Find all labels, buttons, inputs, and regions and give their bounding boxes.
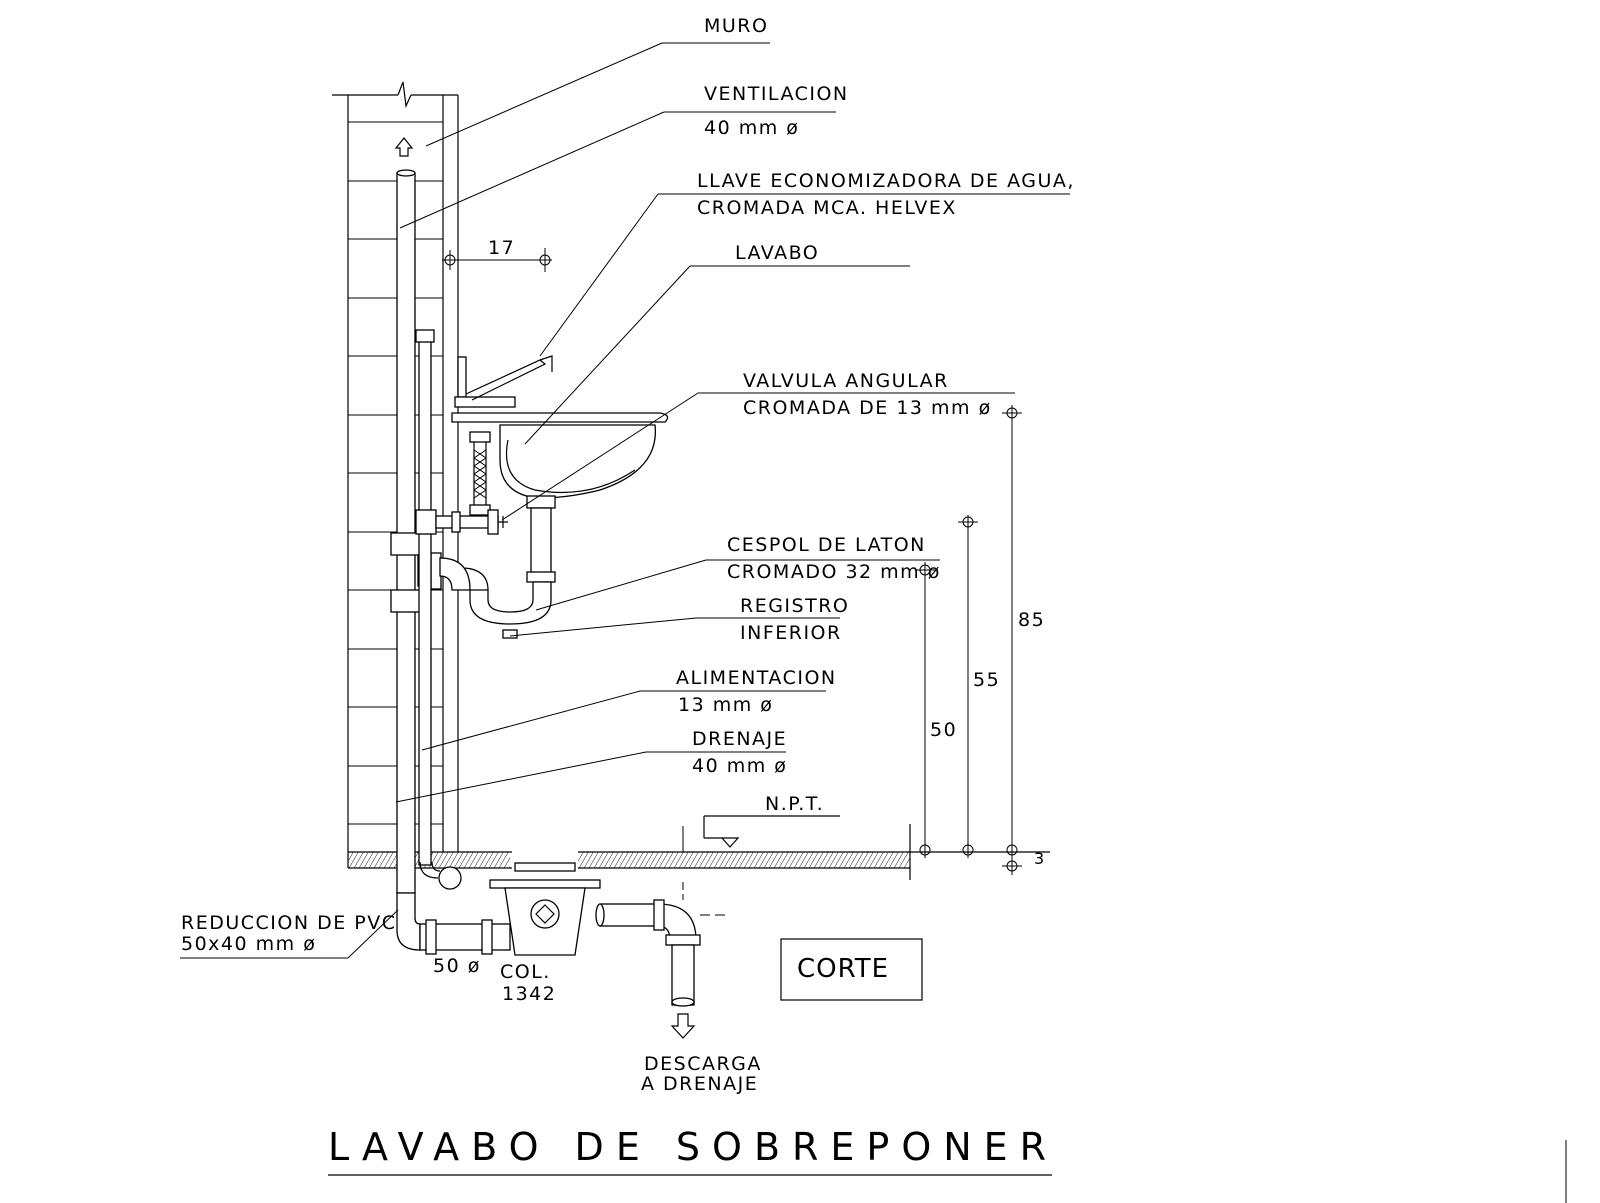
dimension-50: 50 [930, 719, 957, 741]
callout-labels: MURO VENTILACION 40 mm ø LLAVE ECONOMIZA… [181, 15, 1075, 1095]
dimension-55: 55 [973, 669, 1000, 691]
label-lavabo: LAVABO [735, 242, 819, 264]
dimension-labels: 17 85 55 50 3 [488, 237, 1045, 868]
lavatory-sink [435, 355, 669, 535]
dimension-85: 85 [1018, 609, 1045, 631]
label-ventilacion: VENTILACION [704, 83, 849, 105]
label-registro-2: INFERIOR [740, 622, 842, 644]
label-llave: LLAVE ECONOMIZADORA DE AGUA, [697, 170, 1075, 192]
view-label-box: CORTE [780, 938, 923, 1001]
dimension-lines [442, 248, 1022, 875]
label-muro: MURO [704, 15, 768, 37]
label-npt: N.P.T. [765, 793, 824, 815]
label-llave-spec: CROMADA MCA. HELVEX [697, 197, 957, 219]
label-valvula-spec: CROMADA DE 13 mm ø [743, 397, 992, 419]
label-col: COL. [500, 961, 551, 983]
label-cespol: CESPOL DE LATON [727, 534, 926, 556]
label-reduccion: REDUCCION DE PVC [181, 912, 396, 934]
label-col-number: 1342 [502, 983, 556, 1005]
label-registro: REGISTRO [740, 595, 849, 617]
label-reduccion-size: 50x40 mm ø [181, 933, 316, 955]
label-descarga-2: A DRENAJE [641, 1073, 758, 1095]
label-alimentacion-size: 13 mm ø [678, 694, 773, 716]
dimension-3: 3 [1034, 849, 1044, 868]
underfloor-piping [396, 826, 730, 1039]
label-ventilacion-size: 40 mm ø [704, 117, 799, 139]
leader-lines [180, 42, 1070, 959]
label-cespol-spec: CROMADO 32 mm ø [727, 561, 941, 583]
label-drenaje-size: 40 mm ø [692, 755, 787, 777]
dimension-17: 17 [488, 237, 515, 259]
p-trap [439, 507, 556, 639]
drawing-title: LAVABO DE SOBREPONER [328, 1125, 1058, 1176]
wall [332, 81, 459, 868]
label-diameter-50: 50 ø [433, 955, 481, 977]
view-label: CORTE [797, 954, 889, 984]
supply-pipe [415, 329, 462, 890]
label-descarga: DESCARGA [644, 1053, 762, 1075]
label-valvula: VALVULA ANGULAR [743, 370, 949, 392]
label-drenaje: DRENAJE [692, 728, 787, 750]
label-alimentacion: ALIMENTACION [676, 667, 837, 689]
title-text: LAVABO DE SOBREPONER [328, 1125, 1058, 1169]
